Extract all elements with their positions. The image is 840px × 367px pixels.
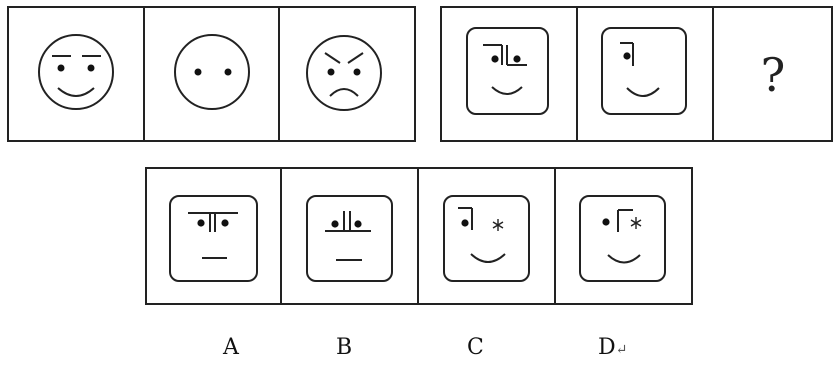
left-strip-frame [8, 7, 415, 141]
round-face-eyes-only [175, 35, 249, 109]
question-mark: ? [761, 48, 786, 102]
asterisk-icon [631, 217, 641, 229]
square-face-1 [467, 28, 548, 114]
option-d-face [580, 196, 665, 281]
return-mark-icon: ↵ [616, 342, 628, 358]
option-a-label[interactable]: A [223, 337, 239, 359]
option-c-label[interactable]: C [467, 337, 484, 359]
round-face-smiling [39, 35, 113, 109]
round-face-angry [307, 36, 381, 110]
options-strip [146, 168, 692, 304]
left-strip [8, 7, 415, 141]
asterisk-icon [493, 219, 503, 231]
option-d-letter: D [598, 335, 616, 360]
option-b-face [307, 196, 392, 281]
option-a-face [170, 196, 257, 281]
square-face-2 [602, 28, 686, 114]
option-d-label[interactable]: D↵ [598, 337, 627, 359]
option-b-label[interactable]: B [336, 337, 352, 359]
option-c-face [444, 196, 529, 281]
